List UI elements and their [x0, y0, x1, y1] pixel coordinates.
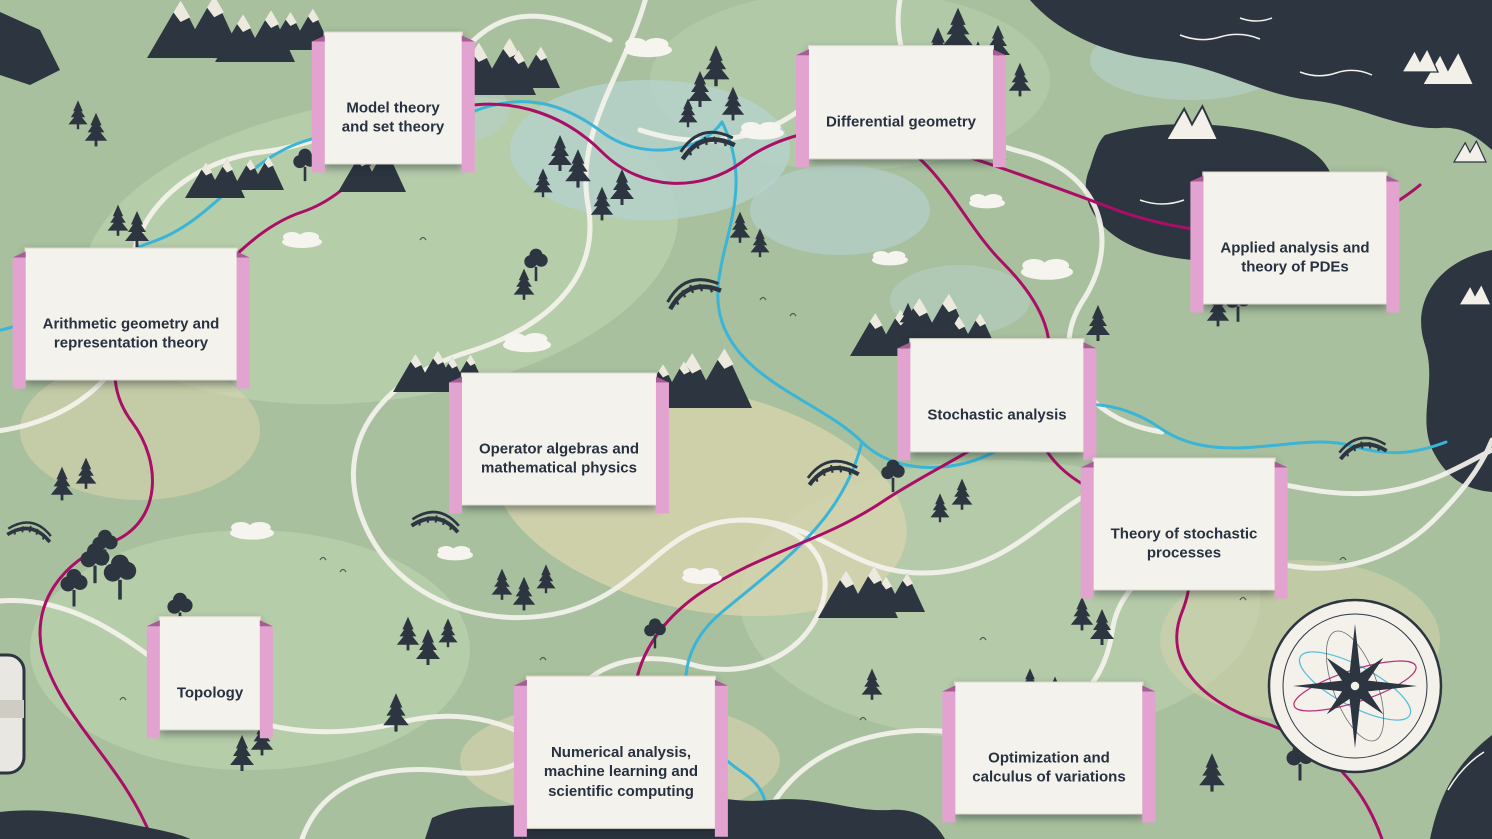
ribbon-end-right: [260, 620, 274, 738]
map-label-topology: Topology: [146, 616, 274, 738]
map-label-numerical-analysis: Numerical analysis, machine learning and…: [513, 675, 729, 837]
ribbon-end-right: [715, 679, 729, 837]
map-label-text: Optimization and calculus of variations: [972, 749, 1126, 786]
map-label-text: Arithmetic geometry and representation t…: [42, 315, 220, 352]
ribbon-end-right: [993, 49, 1007, 167]
ribbon-end-left: [12, 251, 26, 389]
ribbon-end-left: [795, 49, 809, 167]
ribbon-end-left: [146, 620, 160, 738]
ribbon-end-right: [1083, 342, 1097, 460]
map-label-differential-geometry: Differential geometry: [795, 45, 1007, 167]
ribbon-end-left: [897, 342, 911, 460]
map-label-stochastic-processes: Theory of stochastic processes: [1080, 457, 1288, 599]
ribbon-end-left: [942, 685, 956, 823]
ribbon-end-left: [1080, 461, 1094, 599]
ribbon-end-right: [1386, 175, 1400, 313]
map-label-text: Numerical analysis, machine learning and…: [543, 743, 699, 800]
ribbon-end-left: [448, 376, 462, 514]
map-label-text: Topology: [176, 683, 244, 701]
map-label-text: Differential geometry: [825, 112, 977, 130]
map-label-text: Operator algebras and mathematical physi…: [478, 440, 640, 477]
map-label-arithmetic-geometry: Arithmetic geometry and representation t…: [12, 247, 250, 389]
ribbon-end-left: [311, 35, 325, 173]
map-label-stochastic-analysis: Stochastic analysis: [897, 338, 1097, 460]
ribbon-end-left: [513, 679, 527, 837]
ribbon-end-right: [236, 251, 250, 389]
compass-rose: [1267, 598, 1443, 774]
map-label-operator-algebras: Operator algebras and mathematical physi…: [448, 372, 670, 514]
map-label-text: Stochastic analysis: [927, 405, 1067, 423]
map-label-text: Model theory and set theory: [341, 99, 445, 136]
map-label-text: Applied analysis and theory of PDEs: [1220, 239, 1370, 276]
camper-van: [0, 653, 26, 775]
map-label-model-theory: Model theory and set theory: [311, 31, 475, 173]
ribbon-end-right: [461, 35, 475, 173]
ribbon-end-right: [656, 376, 670, 514]
ribbon-end-left: [1190, 175, 1204, 313]
map-label-optimization: Optimization and calculus of variations: [942, 681, 1156, 823]
ribbon-end-right: [1142, 685, 1156, 823]
map-label-text: Theory of stochastic processes: [1110, 525, 1258, 562]
map-label-applied-analysis-pdes: Applied analysis and theory of PDEs: [1190, 171, 1400, 313]
ribbon-end-right: [1274, 461, 1288, 599]
